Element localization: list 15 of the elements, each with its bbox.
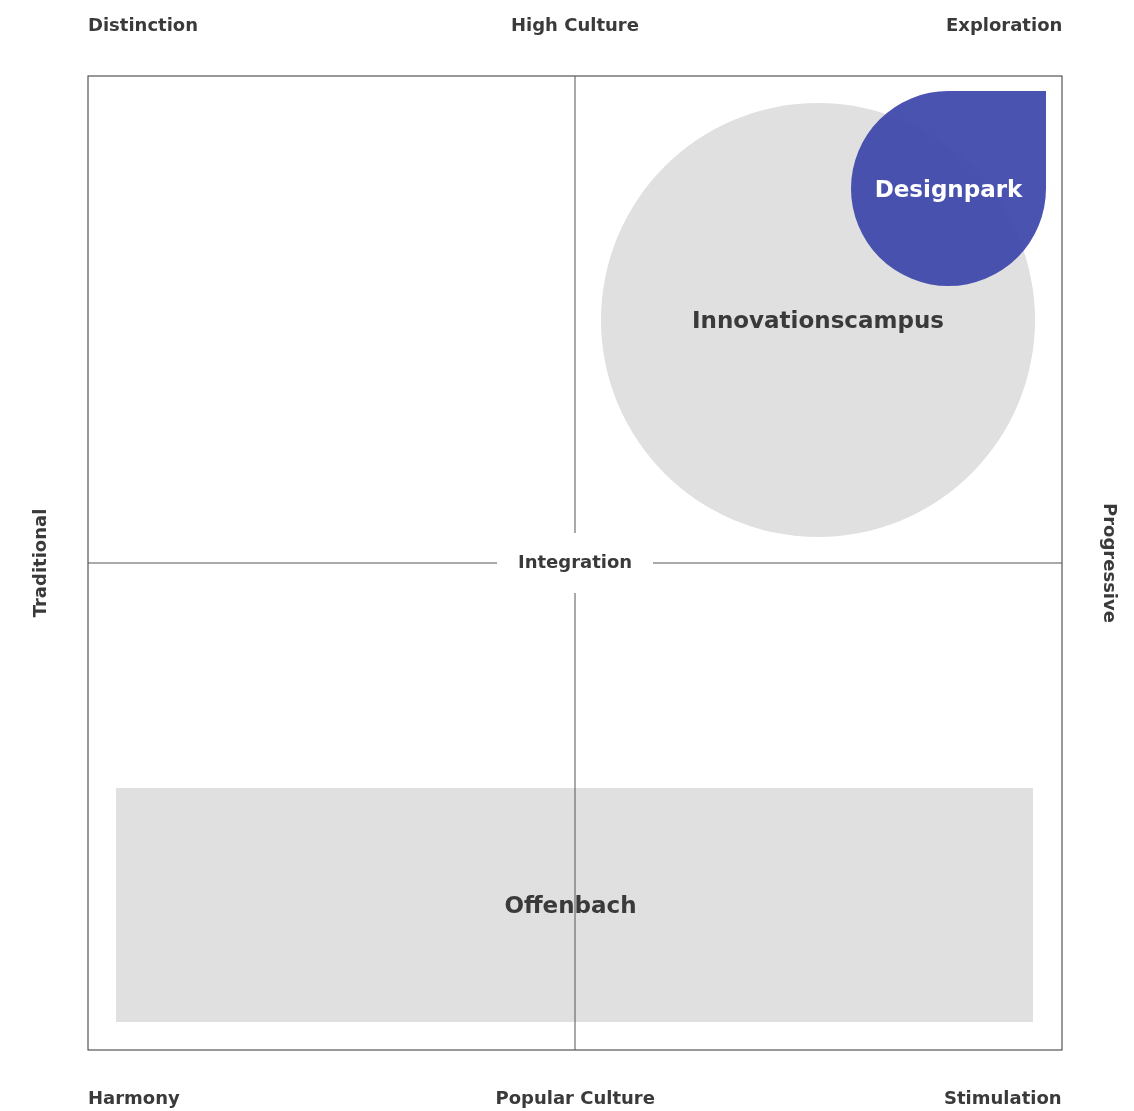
corner-label: Stimulation <box>944 1087 1062 1109</box>
corner-label: Distinction <box>88 14 199 36</box>
area-label: Designpark <box>873 175 1024 202</box>
axis-label: Integration <box>518 551 633 573</box>
rectangle-area <box>116 788 1033 1022</box>
area-label: Innovationscampus <box>691 307 945 333</box>
axis-label: Progressive <box>1099 503 1121 623</box>
corner-label: Harmony <box>88 1087 180 1109</box>
area-label: Offenbach <box>503 892 638 918</box>
teardrop-area <box>851 91 1046 286</box>
axis-label: Traditional <box>28 508 51 618</box>
axis-label: High Culture <box>511 14 639 36</box>
circle-area <box>601 103 1035 537</box>
corner-label: Exploration <box>946 14 1063 36</box>
axis-label: Popular Culture <box>495 1087 655 1109</box>
